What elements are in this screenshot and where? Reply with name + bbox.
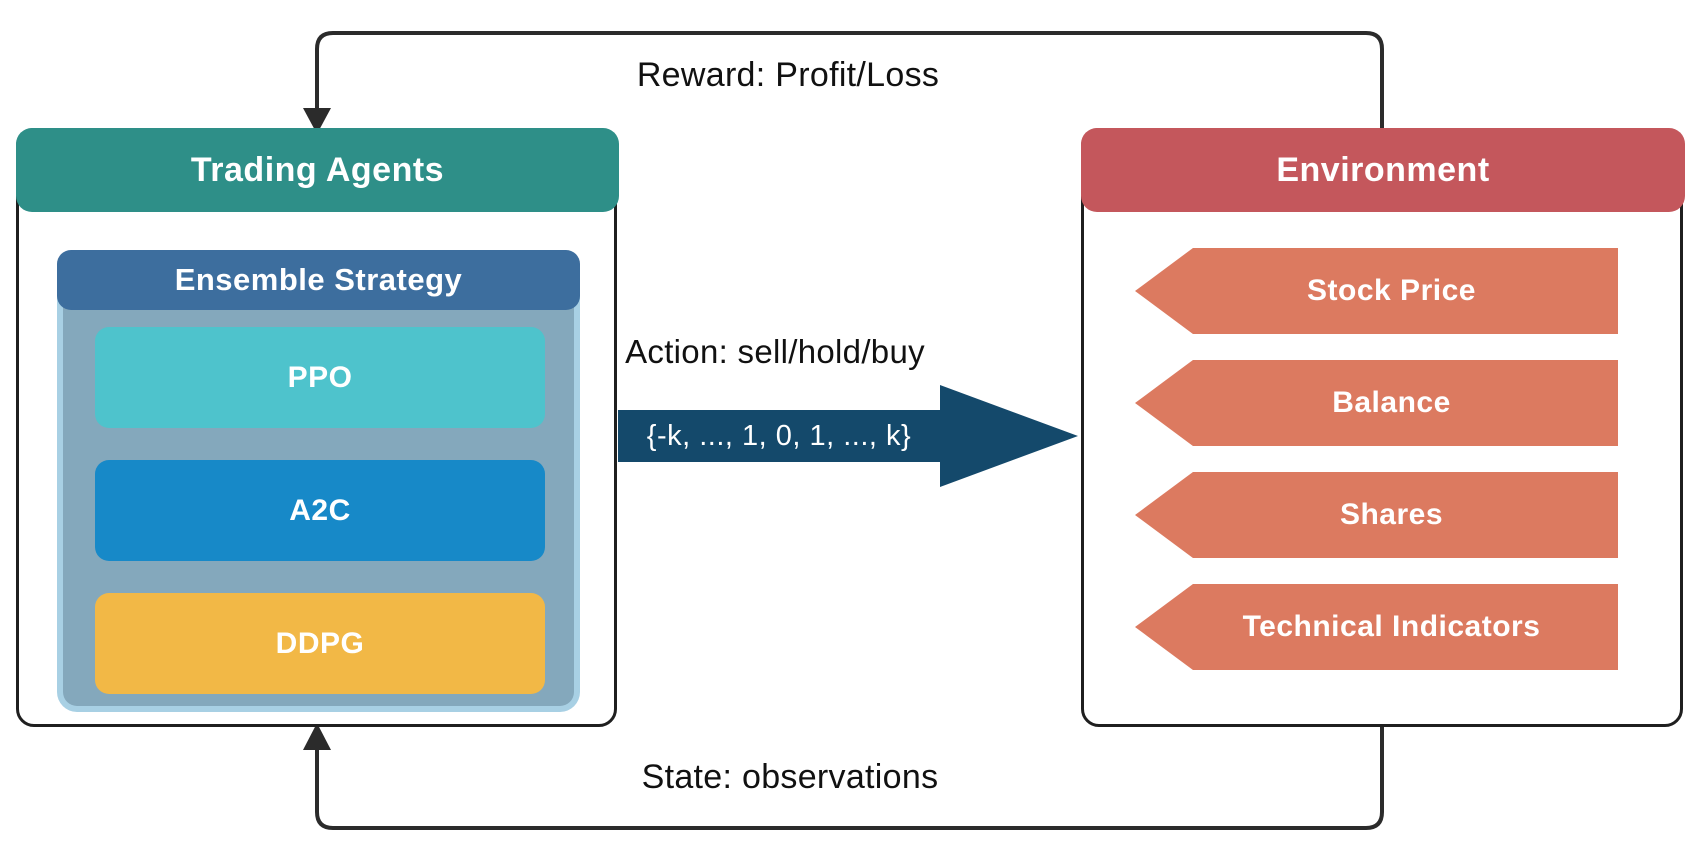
action-label: Action: sell/hold/buy — [625, 333, 925, 370]
action-arrow: {-k, ..., 1, 0, 1, ..., k} — [618, 410, 940, 462]
observation-label-technical-indicators: Technical Indicators — [1242, 610, 1541, 643]
observation-label-shares: Shares — [1339, 498, 1444, 531]
ensemble-strategy-panel: Ensemble Strategy PPO A2C DDPG — [57, 250, 580, 712]
state-arrowhead-icon — [303, 723, 331, 750]
algorithm-box-ddpg: DDPG — [95, 593, 545, 694]
observation-arrow-technical-indicators: Technical Indicators — [1135, 584, 1618, 670]
algorithm-label-ppo: PPO — [287, 360, 353, 394]
trading-agents-header: Trading Agents — [16, 128, 619, 212]
action-arrowhead-icon — [940, 385, 1078, 487]
reward-arrowhead-icon — [303, 108, 331, 134]
environment-header: Environment — [1081, 128, 1685, 212]
algorithm-box-a2c: A2C — [95, 460, 545, 561]
observation-arrow-shares: Shares — [1135, 472, 1618, 558]
action-set-label: {-k, ..., 1, 0, 1, ..., k} — [646, 419, 912, 452]
reward-label: Reward: Profit/Loss — [636, 56, 940, 94]
ensemble-strategy-header: Ensemble Strategy — [57, 250, 580, 310]
reward-loop-line — [315, 31, 1384, 132]
state-loop-line — [315, 723, 1384, 830]
algorithm-box-ppo: PPO — [95, 327, 545, 428]
observation-label-balance: Balance — [1332, 386, 1451, 419]
observation-arrow-balance: Balance — [1135, 360, 1618, 446]
algorithm-label-a2c: A2C — [289, 493, 351, 527]
observation-label-stock-price: Stock Price — [1307, 274, 1476, 307]
trading-agents-title: Trading Agents — [190, 150, 445, 189]
environment-title: Environment — [1276, 150, 1490, 189]
state-label: State: observations — [641, 758, 939, 796]
algorithm-label-ddpg: DDPG — [275, 626, 365, 660]
observation-arrow-stock-price: Stock Price — [1135, 248, 1618, 334]
ensemble-strategy-title: Ensemble Strategy — [174, 262, 463, 297]
